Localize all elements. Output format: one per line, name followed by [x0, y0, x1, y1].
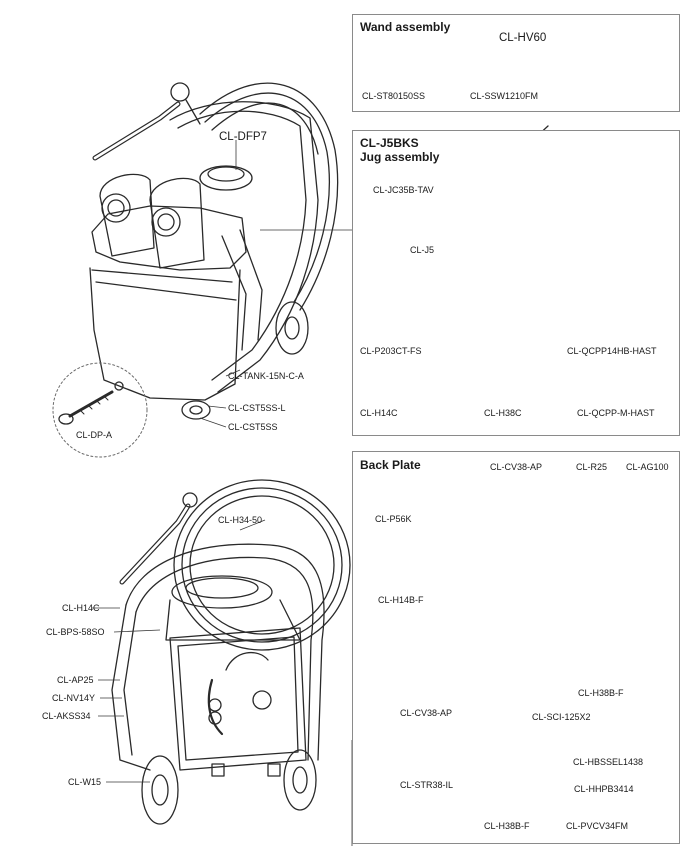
part-label: CL-HV60	[499, 32, 547, 44]
part-label: CL-HHPB3414	[574, 784, 634, 794]
part-label: CL-H14C	[360, 408, 398, 418]
part-label: CL-QCPP-M-HAST	[577, 408, 655, 418]
part-label: CL-JC35B-TAV	[373, 185, 434, 195]
front-cart-illustration	[58, 82, 339, 425]
wand-assembly-panel	[352, 14, 680, 112]
part-label: CL-P203CT-FS	[360, 346, 422, 356]
part-label: CL-H38B-F	[484, 821, 530, 831]
jug-assembly-title-code: CL-J5BKS	[360, 136, 419, 150]
part-label: CL-P56K	[375, 514, 412, 524]
part-label: CL-DFP7	[219, 131, 267, 143]
part-label: CL-STR38-IL	[400, 780, 454, 790]
part-label: CL-J5	[410, 245, 435, 255]
part-label: CL-CV38-AP	[400, 708, 453, 718]
part-label: CL-CST5SS-L	[228, 403, 286, 413]
part-label: CL-NV14Y	[52, 693, 96, 703]
part-label: CL-PVCV34FM	[566, 821, 629, 831]
jug-assembly-title: Jug assembly	[360, 150, 440, 164]
part-label: CL-R25	[576, 462, 608, 472]
part-label: CL-SSW1210FM	[470, 91, 539, 101]
part-label: CL-AG100	[626, 462, 669, 472]
part-label: CL-W15	[68, 777, 102, 787]
jug-assembly-panel	[352, 130, 680, 436]
rear-cart-illustration	[111, 479, 351, 825]
part-label: CL-BPS-58SO	[46, 627, 105, 637]
part-label: CL-H38C	[484, 408, 522, 418]
part-label: CL-H34-50	[218, 515, 263, 525]
part-label: CL-CST5SS	[228, 422, 278, 432]
part-label: CL-H14B-F	[378, 595, 424, 605]
part-label: CL-QCPP14HB-HAST	[567, 346, 657, 356]
back-plate-title: Back Plate	[360, 458, 421, 472]
part-label: CL-SCI-125X2	[532, 712, 591, 722]
wand-assembly-title: Wand assembly	[360, 20, 451, 34]
part-label: CL-DP-A	[76, 430, 113, 440]
part-label: CL-AKSS34	[42, 711, 91, 721]
part-label: CL-TANK-15N-C-A	[228, 371, 304, 381]
back-plate-panel	[352, 451, 680, 844]
part-label: CL-H38B-F	[578, 688, 624, 698]
part-label: CL-HBSSEL1438	[573, 757, 644, 767]
part-label: CL-CV38-AP	[490, 462, 543, 472]
part-label: CL-AP25	[57, 675, 94, 685]
part-label: CL-ST80150SS	[362, 91, 426, 101]
part-label: CL-H14C	[62, 603, 100, 613]
